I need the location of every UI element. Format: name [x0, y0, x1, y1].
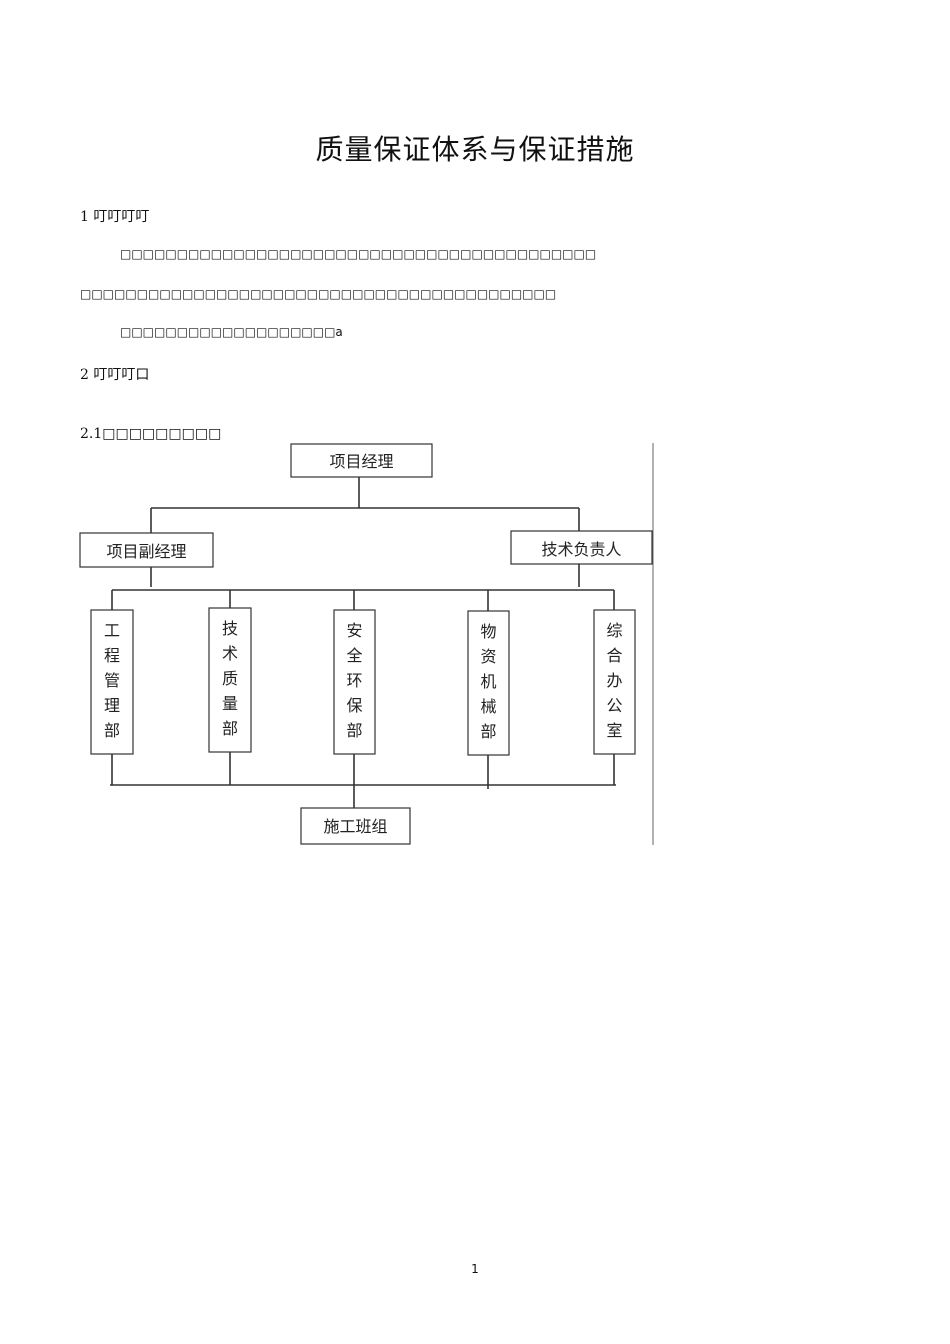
dept-char: 物 — [480, 622, 496, 641]
section-1-heading: 1 叮叮叮叮 — [80, 209, 150, 225]
org-node-top: 项目经理 — [290, 443, 433, 478]
dept-char: 资 — [480, 647, 496, 666]
dept-char: 全 — [346, 646, 362, 665]
dept-char: 环 — [346, 671, 362, 690]
paragraph-line-1: □□□□□□□□□□□□□□□□□□□□□□□□□□□□□□□□□□□□□□□□… — [120, 247, 597, 261]
dept-char: 管 — [104, 671, 120, 690]
dept-general-office: 综 合 办 公 室 — [593, 609, 636, 755]
dept-char: 机 — [480, 672, 496, 691]
org-chart: 项目经理 项目副经理 技术负责人 工 程 管 理 部 技 术 质 量 部 安 — [79, 443, 654, 845]
org-node-top-label: 项目经理 — [329, 452, 393, 471]
dept-char: 量 — [222, 694, 238, 713]
dept-char: 质 — [222, 669, 238, 688]
org-node-bottom-label: 施工班组 — [323, 817, 387, 836]
dept-char: 室 — [606, 721, 622, 740]
org-node-right-mid: 技术负责人 — [510, 530, 653, 565]
org-node-left-mid-label: 项目副经理 — [106, 542, 186, 561]
dept-engineering: 工 程 管 理 部 — [90, 609, 134, 755]
paragraph-line-2: □□□□□□□□□□□□□□□□□□□□□□□□□□□□□□□□□□□□□□□□… — [80, 287, 557, 301]
section-2-1-heading: 2.1□□□□□□□□□ — [80, 426, 222, 442]
dept-char: 术 — [222, 644, 238, 663]
dept-char: 技 — [222, 619, 238, 638]
dept-tech-quality: 技 术 质 量 部 — [208, 607, 252, 753]
dept-char: 械 — [480, 697, 496, 716]
section-2-heading: 2 叮叮叮口 — [80, 367, 150, 383]
dept-materials: 物 资 机 械 部 — [467, 610, 510, 756]
paragraph-line-3: □□□□□□□□□□□□□□□□□□□a — [120, 325, 343, 339]
dept-safety-env: 安 全 环 保 部 — [333, 609, 376, 755]
dept-char: 保 — [346, 696, 362, 715]
page-number: 1 — [471, 1262, 479, 1276]
dept-char: 理 — [104, 696, 120, 715]
dept-char: 公 — [606, 696, 622, 715]
org-node-bottom: 施工班组 — [300, 807, 411, 845]
dept-char: 部 — [104, 721, 120, 740]
dept-char: 部 — [346, 721, 362, 740]
org-node-left-mid: 项目副经理 — [79, 532, 214, 568]
org-node-right-mid-label: 技术负责人 — [541, 540, 621, 559]
dept-char: 合 — [606, 646, 622, 665]
dept-char: 工 — [104, 621, 120, 640]
dept-char: 程 — [104, 646, 120, 665]
dept-char: 部 — [480, 722, 496, 741]
dept-char: 安 — [346, 621, 362, 640]
dept-char: 办 — [606, 671, 622, 690]
dept-char: 综 — [606, 621, 622, 640]
document-title: 质量保证体系与保证措施 — [315, 133, 635, 166]
dept-char: 部 — [222, 719, 238, 738]
